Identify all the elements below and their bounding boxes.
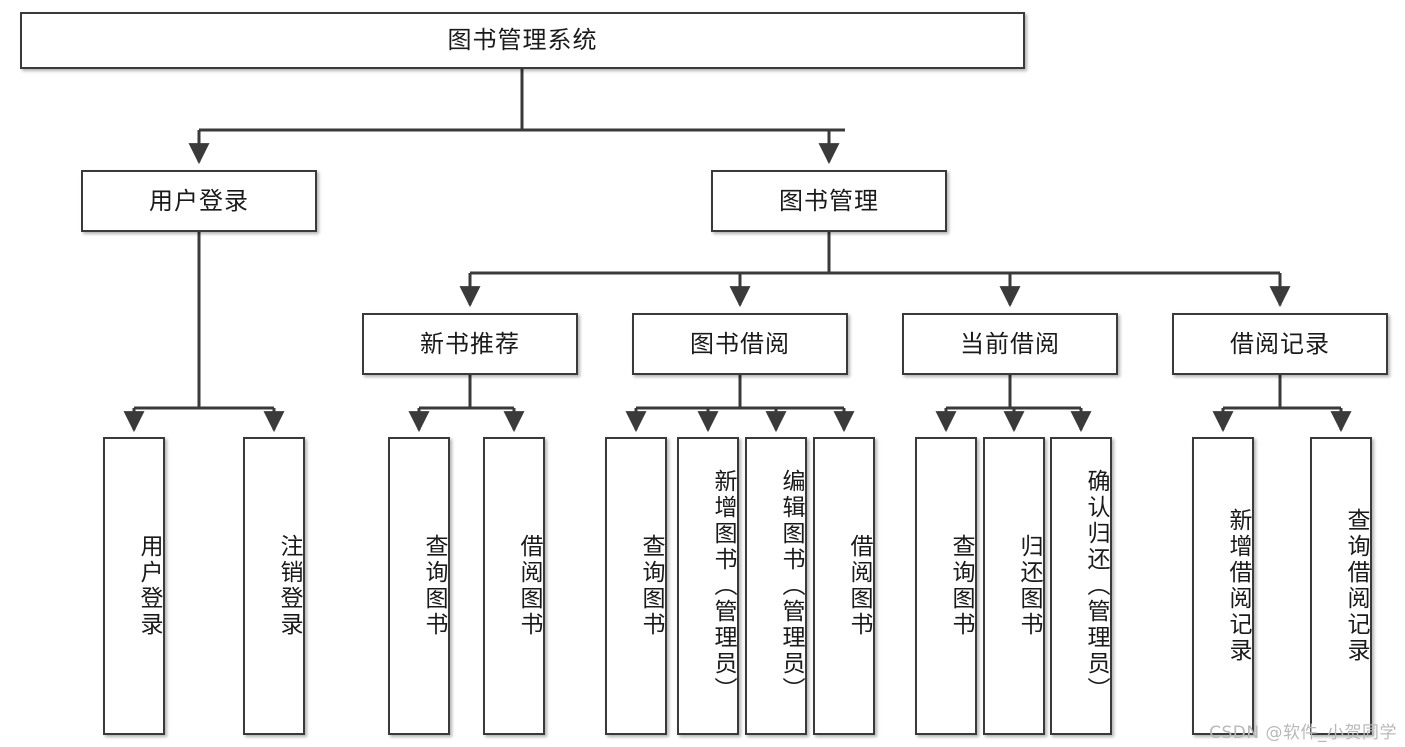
node-leaf-user-login[interactable]: 用户登录 [103,437,165,735]
node-leaf-edit-book-admin-label: 编辑图书（管理员） [778,469,804,703]
node-leaf-user-logout-label: 注销登录 [276,534,302,638]
node-leaf-query-book-cur[interactable]: 查询图书 [915,437,977,735]
node-leaf-query-borrow-record[interactable]: 查询借阅记录 [1310,437,1372,735]
node-leaf-add-book-admin-label: 新增图书（管理员） [710,469,736,703]
node-leaf-borrow-book-rec[interactable]: 借阅图书 [483,437,545,735]
node-borrow-record-label: 借阅记录 [1230,329,1330,358]
node-leaf-user-login-label: 用户登录 [136,534,162,638]
node-leaf-query-book-cur-label: 查询图书 [948,534,974,638]
node-book-borrow[interactable]: 图书借阅 [632,313,848,375]
node-leaf-borrow-book-bor-label: 借阅图书 [846,534,872,638]
node-leaf-user-logout[interactable]: 注销登录 [243,437,305,735]
node-leaf-return-book-label: 归还图书 [1016,534,1042,638]
node-borrow-record[interactable]: 借阅记录 [1172,313,1388,375]
node-root-label: 图书管理系统 [447,26,598,55]
node-book-manage-label: 图书管理 [779,186,879,215]
node-leaf-borrow-book-bor[interactable]: 借阅图书 [813,437,875,735]
watermark-text: CSDN @软件_小贺同学 [1209,723,1397,743]
node-leaf-query-book-rec-label: 查询图书 [421,534,447,638]
node-leaf-confirm-return-admin[interactable]: 确认归还（管理员） [1050,437,1112,735]
node-new-book-recommend-label: 新书推荐 [420,329,520,358]
node-leaf-return-book[interactable]: 归还图书 [983,437,1045,735]
node-leaf-add-borrow-record-label: 新增借阅记录 [1225,508,1251,664]
node-leaf-query-borrow-record-label: 查询借阅记录 [1343,508,1369,664]
node-leaf-add-book-admin[interactable]: 新增图书（管理员） [677,437,739,735]
node-new-book-recommend[interactable]: 新书推荐 [362,313,578,375]
node-book-borrow-label: 图书借阅 [690,329,790,358]
node-leaf-edit-book-admin[interactable]: 编辑图书（管理员） [745,437,807,735]
node-leaf-confirm-return-admin-label: 确认归还（管理员） [1083,469,1109,703]
node-leaf-query-book-rec[interactable]: 查询图书 [388,437,450,735]
node-leaf-query-book-bor-label: 查询图书 [638,534,664,638]
node-root[interactable]: 图书管理系统 [20,12,1025,69]
node-leaf-query-book-bor[interactable]: 查询图书 [605,437,667,735]
node-current-borrow-label: 当前借阅 [960,329,1060,358]
node-book-manage[interactable]: 图书管理 [711,170,947,232]
node-current-borrow[interactable]: 当前借阅 [902,313,1118,375]
node-leaf-borrow-book-rec-label: 借阅图书 [516,534,542,638]
node-user-login[interactable]: 用户登录 [81,170,317,232]
node-user-login-label: 用户登录 [149,186,249,215]
node-leaf-add-borrow-record[interactable]: 新增借阅记录 [1192,437,1254,735]
